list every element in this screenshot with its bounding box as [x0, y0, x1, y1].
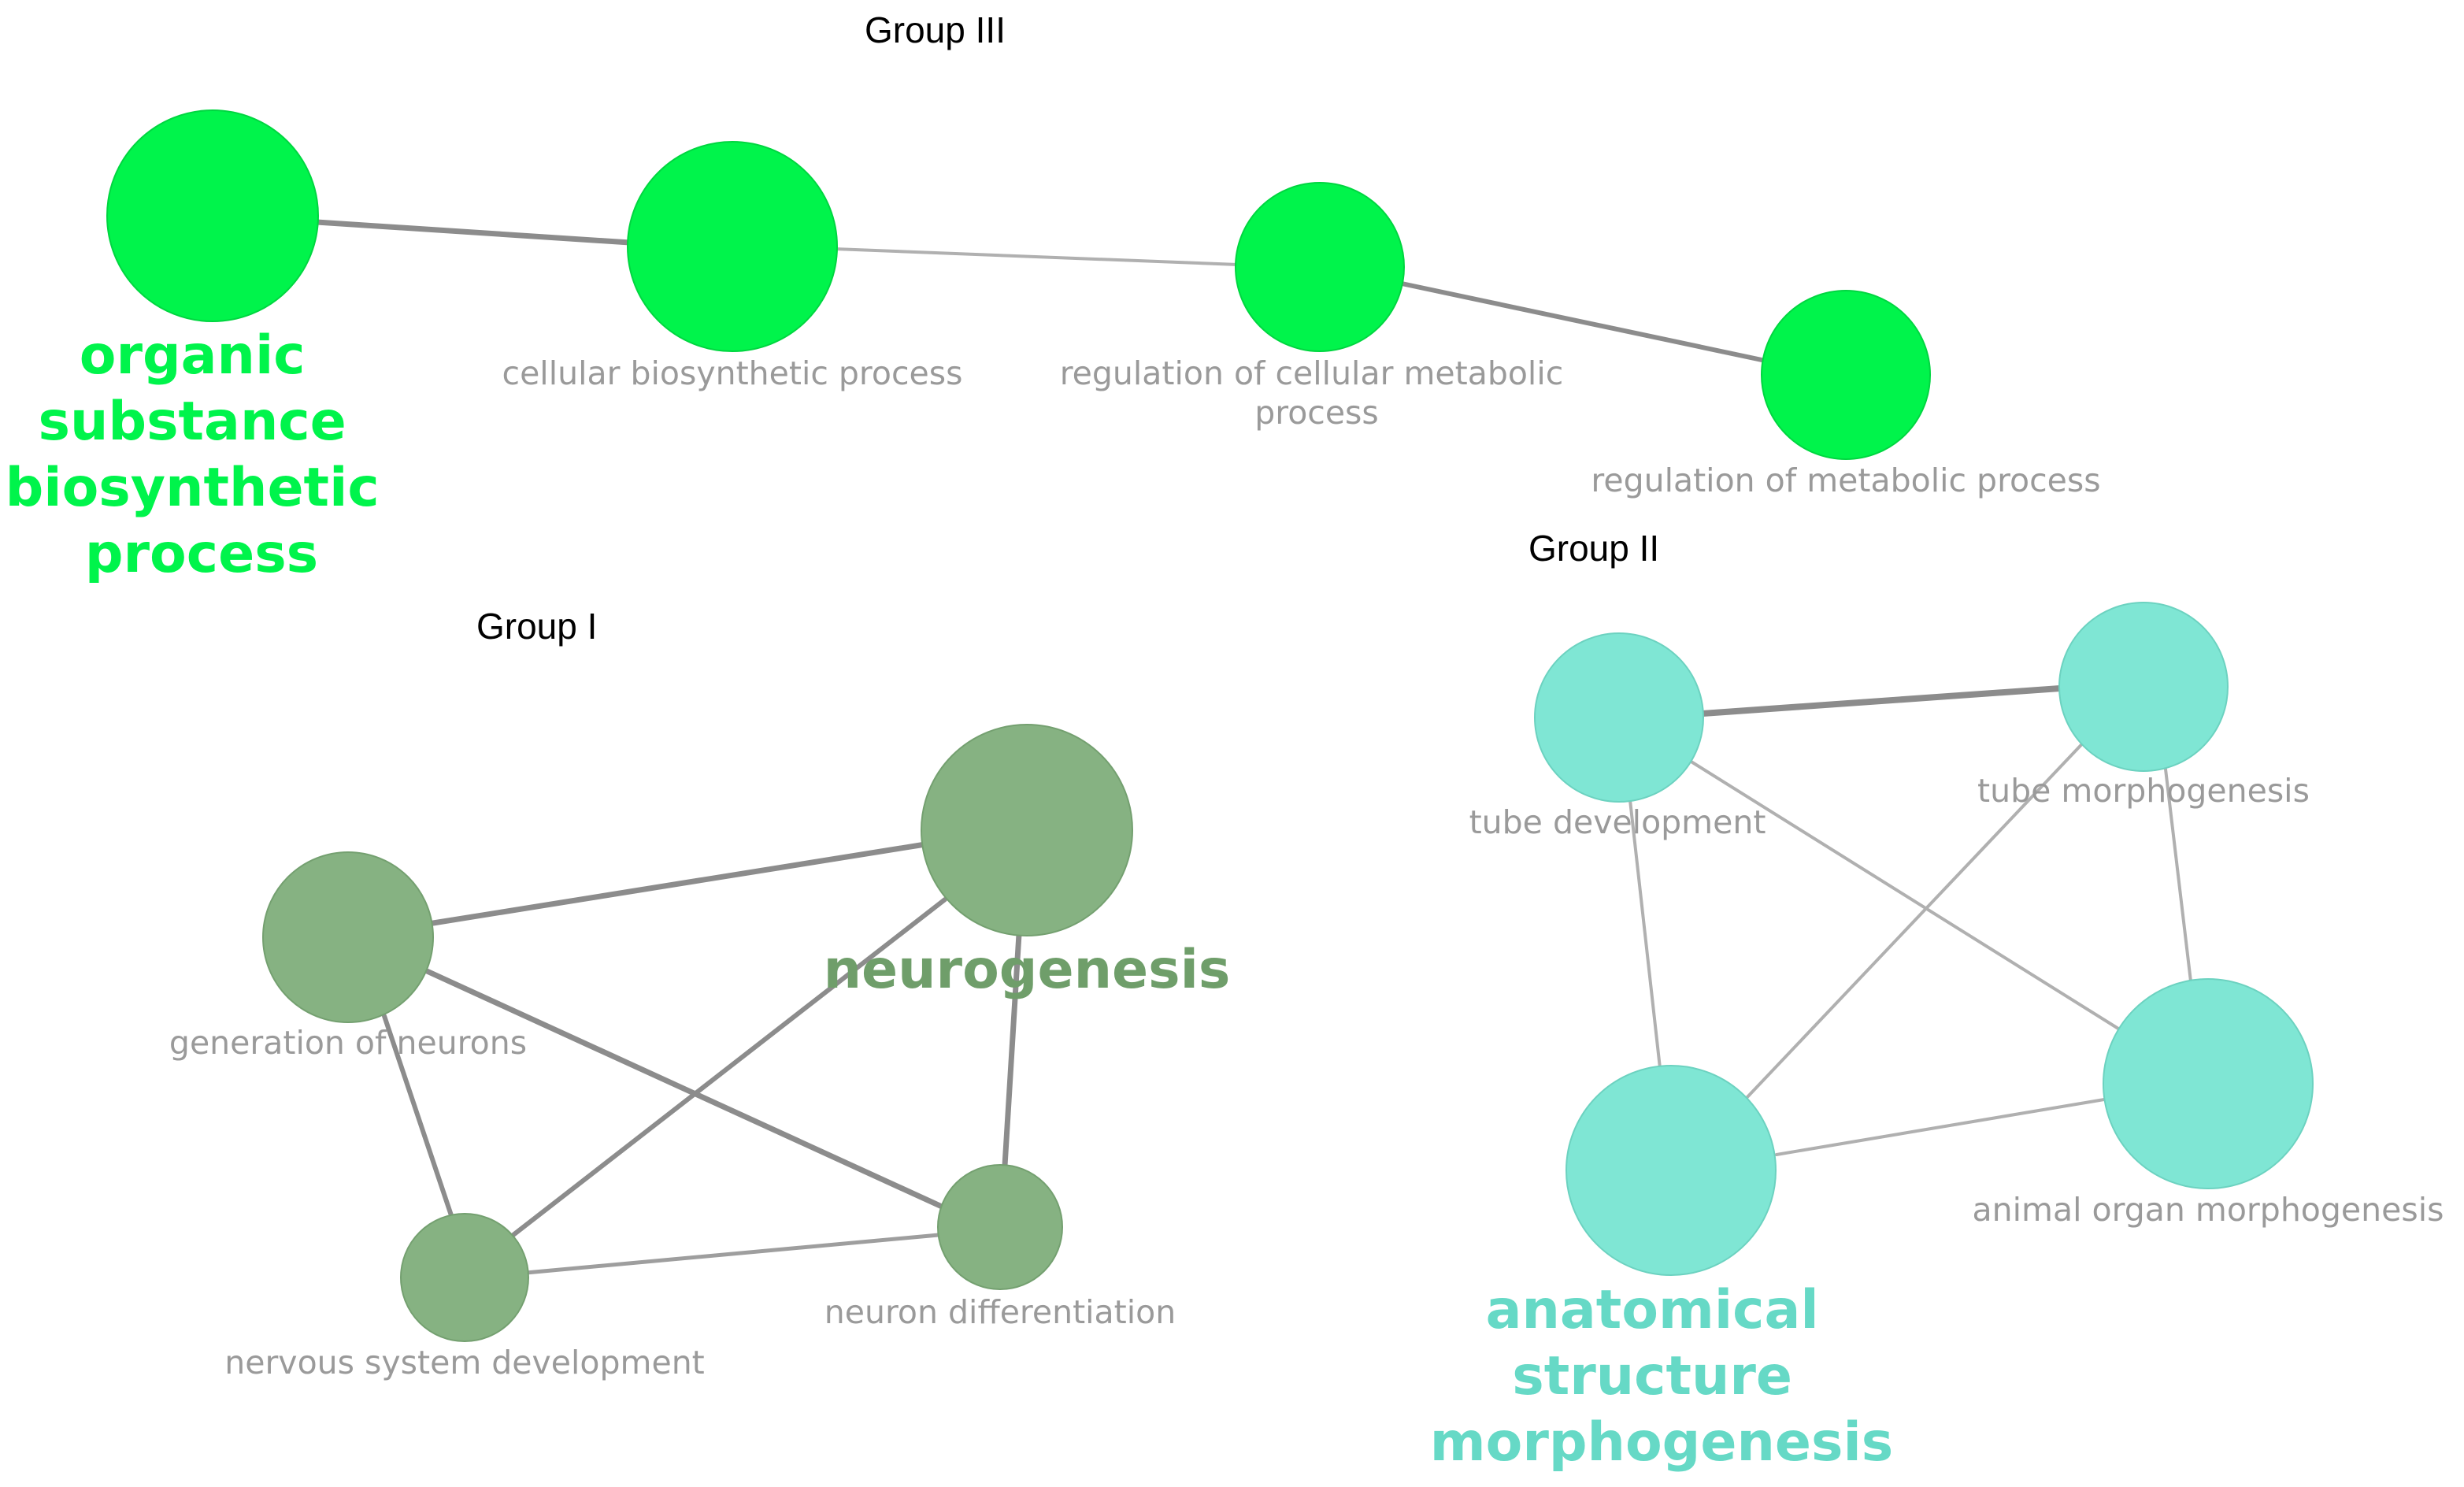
edge-tubemorph-anatomical: [1743, 734, 2092, 1101]
group-iii-label: Group III: [865, 9, 1006, 50]
edge-organic-cellular: [313, 219, 633, 246]
edge-nervous-neurondiff: [524, 1233, 941, 1275]
edge-tubemorph-animalorgan: [2159, 728, 2192, 983]
node-generation-of-neurons[interactable]: [262, 851, 434, 1023]
group-ii-edges: [1628, 685, 2192, 1156]
label-anatomical-structure-morphogenesis: anatomical structure morphogenesis: [1430, 1279, 1894, 1474]
label-tube-development: tube development: [1469, 803, 1766, 841]
group-iii-nodes: [106, 109, 1931, 460]
edge-neurogenesis-nervous: [505, 897, 947, 1242]
node-regulation-of-cellular-metabolic-process[interactable]: [1235, 182, 1405, 352]
label-cellular-biosynthetic-process: cellular biosynthetic process: [502, 354, 963, 392]
node-neurogenesis[interactable]: [921, 724, 1133, 936]
node-animal-organ-morphogenesis[interactable]: [2103, 978, 2314, 1189]
node-organic-substance-biosynthetic-process[interactable]: [106, 109, 319, 322]
label-neurogenesis: neurogenesis: [824, 939, 1231, 1001]
edge-neurogenesis-neurondiff: [1002, 931, 1022, 1169]
label-nervous-system-development: nervous system development: [224, 1344, 705, 1381]
group-i-label: Group I: [476, 606, 597, 647]
group-iii-edges: [313, 219, 1768, 363]
group-ii-nodes: [1534, 602, 2314, 1276]
node-tube-morphogenesis[interactable]: [2058, 602, 2229, 772]
node-cellular-biosynthetic-process[interactable]: [627, 141, 838, 352]
label-neuron-differentiation: neuron differentiation: [824, 1293, 1176, 1331]
group-ii-label: Group II: [1528, 528, 1659, 569]
node-nervous-system-development[interactable]: [400, 1213, 529, 1342]
edge-generation-nervous: [382, 1014, 456, 1225]
edge-generation-neurogenesis: [430, 841, 928, 926]
edge-tubedev-tubemorph: [1699, 685, 2063, 717]
label-organic-substance-biosynthetic-process: organic substance biosynthetic process: [6, 324, 398, 585]
node-tube-development[interactable]: [1534, 632, 1704, 803]
edge-tubedev-anatomical: [1628, 799, 1662, 1070]
label-regulation-of-metabolic-process: regulation of metabolic process: [1591, 462, 2100, 499]
label-regulation-of-cellular-metabolic-process: regulation of cellular metabolic process: [1060, 354, 1574, 432]
label-tube-morphogenesis: tube morphogenesis: [1977, 772, 2310, 810]
edge-generation-neurondiff: [422, 967, 945, 1210]
edge-regcellular-regmetabolic: [1399, 281, 1768, 363]
group-i-nodes: [262, 724, 1133, 1342]
group-i-edges: [382, 841, 1022, 1275]
edge-anatomical-animalorgan: [1775, 1098, 2106, 1156]
node-neuron-differentiation[interactable]: [937, 1164, 1063, 1290]
edge-tubedev-animalorgan: [1688, 759, 2120, 1030]
node-regulation-of-metabolic-process[interactable]: [1761, 290, 1931, 460]
label-generation-of-neurons: generation of neurons: [169, 1024, 527, 1062]
edge-cellular-regcellular: [833, 247, 1239, 266]
label-animal-organ-morphogenesis: animal organ morphogenesis: [1973, 1191, 2444, 1229]
node-anatomical-structure-morphogenesis[interactable]: [1565, 1065, 1777, 1276]
